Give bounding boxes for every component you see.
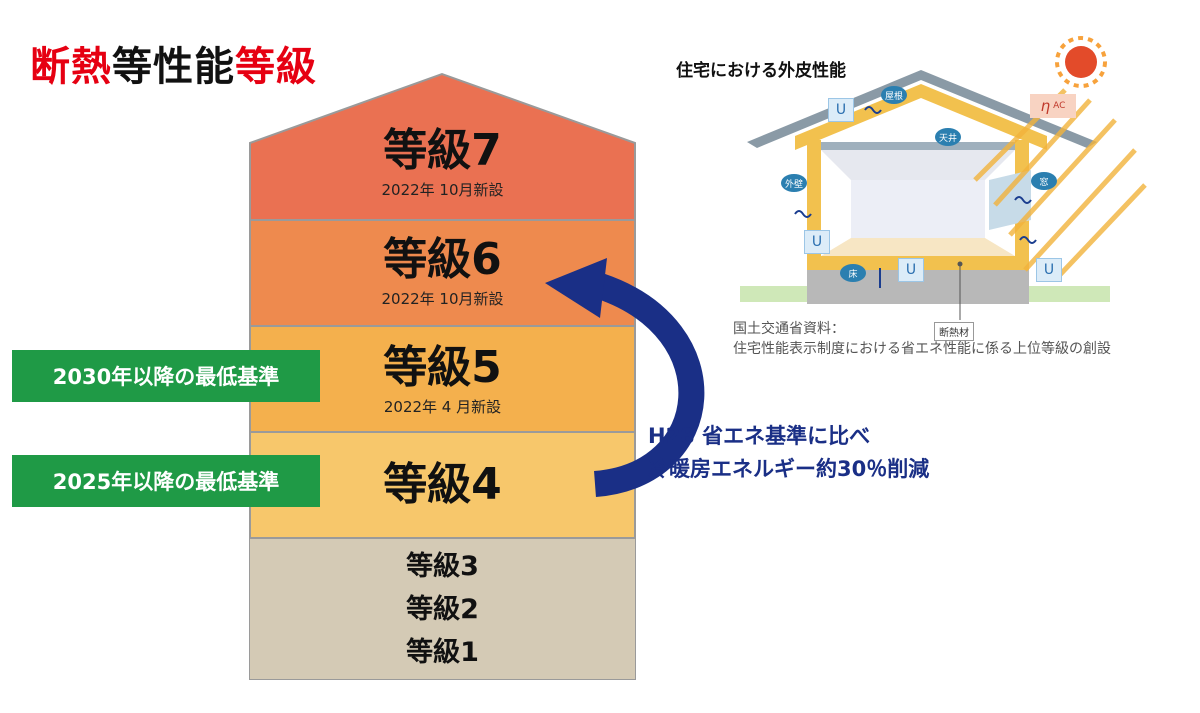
tier-7-note: 2022年 10月新設 (381, 181, 504, 199)
tier-7: 等級7 2022年 10月新設 (250, 129, 635, 219)
tier-5-label: 等級5 (383, 342, 502, 393)
u-value-floor: U (898, 258, 924, 282)
tier-6-note: 2022年 10月新設 (381, 290, 504, 308)
roof-label: 屋根 (881, 86, 907, 104)
tier-6-label: 等級6 (383, 234, 502, 285)
ac-label: AC (1053, 101, 1066, 111)
eta-symbol: η (1040, 97, 1051, 115)
illustration-title: 住宅における外皮性能 (676, 61, 846, 81)
lower-tiers: 等級3 等級2 等級1 (250, 537, 635, 679)
ceiling (821, 142, 1015, 150)
standard-2030-label: 2030年以降の最低基準 (12, 350, 320, 402)
u-value-wall: U (804, 230, 830, 254)
title-part-2: 等性能 (112, 44, 235, 90)
eta-ac-box: η AC (1030, 94, 1076, 118)
interior-ceiling (821, 150, 1015, 180)
house-roof-shape (250, 74, 635, 219)
wall-label: 外壁 (781, 174, 807, 192)
tier-6: 等級6 2022年 10月新設 (250, 219, 635, 325)
interior-floor (821, 238, 1015, 256)
saving-line-2: 冷暖房エネルギー約30％削減 (648, 457, 930, 481)
curve-arrow-head (545, 258, 607, 318)
tier-1-label: 等級1 (406, 636, 479, 668)
page-title: 断熱等性能等級 (30, 34, 317, 92)
source-line-1: 国土交通省資料： (733, 321, 845, 337)
window-label: 窓 (1031, 172, 1057, 190)
tier-4: 等級4 (250, 431, 635, 537)
tier-2-label: 等級2 (406, 593, 479, 625)
insulation-material-label: 断熱材 (934, 322, 974, 341)
tier-6-bg (250, 219, 635, 325)
sun-icon (1065, 46, 1097, 78)
source-line-2: 住宅性能表示制度における省エネ性能に係る上位等級の創設 (733, 341, 1111, 357)
u-value-window: U (1036, 258, 1062, 282)
title-part-3: 等級 (235, 44, 317, 90)
tier-5-note: 2022年 4 月新設 (383, 398, 502, 416)
floor-label: 床 (840, 264, 866, 282)
energy-saving-note: H28 省エネ基準に比べ 冷暖房エネルギー約30％削減 (648, 420, 929, 486)
title-part-1: 断熱 (30, 44, 112, 90)
house-insulation-illustration (740, 36, 1147, 320)
insulation-pointer-dot (957, 261, 963, 267)
tier-4-label: 等級4 (383, 459, 502, 510)
saving-line-1: H28 省エネ基準に比べ (648, 424, 871, 448)
curve-arrow-shaft (593, 273, 705, 497)
standard-2025-label: 2025年以降の最低基準 (12, 455, 320, 507)
heat-flow-lines (794, 106, 1037, 288)
tier-7-label: 等級7 (383, 125, 502, 176)
tier-5: 等級5 2022年 4 月新設 (250, 325, 635, 431)
ceiling-label: 天井 (935, 128, 961, 146)
tier-3-label: 等級3 (406, 550, 479, 582)
window-pane (989, 170, 1031, 230)
u-value-roof: U (828, 98, 854, 122)
source-caption: 国土交通省資料： 住宅性能表示制度における省エネ性能に係る上位等級の創設 (733, 319, 1111, 359)
interior-back-wall (851, 180, 985, 238)
sun-rays (1055, 36, 1107, 88)
